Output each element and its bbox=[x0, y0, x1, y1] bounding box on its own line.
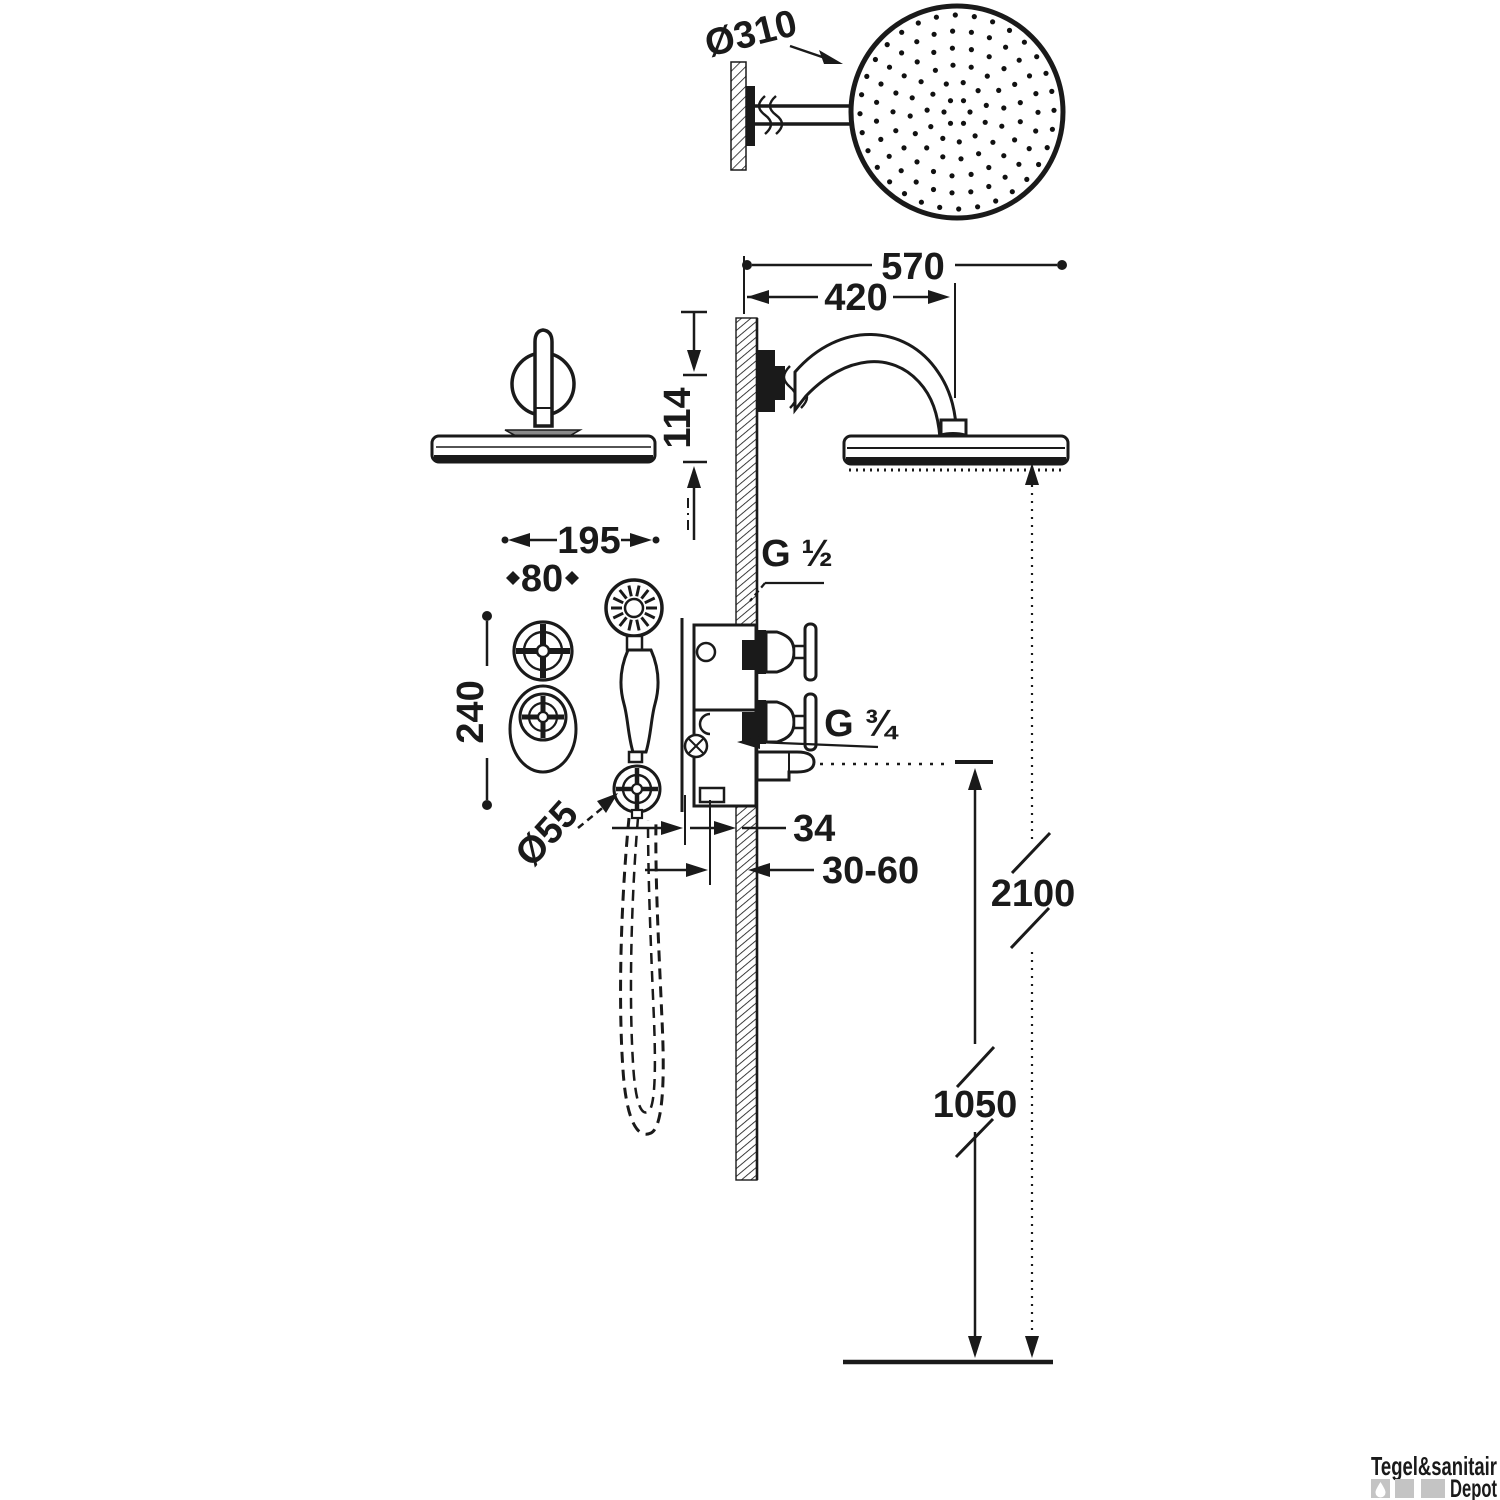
hand-shower-handle bbox=[619, 648, 660, 754]
nozzle-dots bbox=[857, 12, 1057, 212]
label-114: 114 bbox=[657, 387, 699, 448]
cross-handle-top-side bbox=[803, 622, 818, 682]
watermark-logo: Tegel&sanitair Depot bbox=[1371, 1451, 1497, 1500]
arm-break-mark bbox=[768, 95, 784, 135]
dim-total-depth: 570 bbox=[742, 246, 1067, 314]
arm-break-mark bbox=[757, 95, 773, 135]
label-420: 420 bbox=[824, 277, 887, 319]
label-2100: 2100 bbox=[991, 873, 1076, 915]
label-head-diameter: Ø310 bbox=[701, 2, 801, 65]
dim-embed-depth: 30-60 bbox=[645, 800, 919, 892]
dim-head-drop: 114 bbox=[657, 310, 707, 540]
connection-labels: G ½ G ¾ bbox=[737, 533, 899, 749]
arm-wall-flange bbox=[757, 350, 775, 412]
cartridge-top bbox=[764, 630, 796, 674]
shower-hose-inner bbox=[629, 817, 657, 1114]
label-1050: 1050 bbox=[933, 1084, 1018, 1126]
arm-flange-top-view bbox=[746, 86, 755, 146]
wall-plate-top-view bbox=[730, 61, 747, 171]
dim-arm-length: 420 bbox=[747, 277, 956, 398]
top-view: Ø310 bbox=[701, 2, 1066, 221]
leader-arrowhead bbox=[819, 50, 843, 64]
water-drop-icon bbox=[1375, 1482, 1386, 1498]
label-30-60: 30-60 bbox=[822, 850, 919, 892]
dim-holder-diameter: Ø55 bbox=[507, 793, 618, 875]
front-view-head bbox=[430, 328, 657, 464]
side-view bbox=[735, 317, 1070, 1181]
label-holder-diameter: Ø55 bbox=[507, 793, 586, 874]
dim-valve-offset: 34 bbox=[612, 795, 835, 850]
outlet-spout bbox=[755, 750, 816, 782]
leader-arrowhead bbox=[737, 736, 760, 749]
dim-trim-width: 195 bbox=[501, 520, 660, 562]
watermark-sub: Depot bbox=[1450, 1475, 1497, 1500]
dim-handle-spacing: 80 bbox=[506, 558, 579, 600]
watermark-square bbox=[1395, 1479, 1414, 1498]
label-80: 80 bbox=[521, 558, 563, 600]
dim-head-height: 2100 bbox=[991, 463, 1076, 1358]
label-34: 34 bbox=[793, 808, 835, 850]
dim-trim-height: 240 bbox=[450, 611, 492, 810]
shower-arm-side bbox=[793, 333, 959, 440]
label-g-half: G ½ bbox=[761, 533, 833, 575]
valve-side-view bbox=[680, 498, 818, 812]
dim-outlet-height: 1050 bbox=[820, 760, 1018, 1358]
valve-trim-front bbox=[508, 620, 578, 774]
shower-head-top-circle bbox=[848, 3, 1066, 221]
label-240: 240 bbox=[450, 680, 492, 743]
label-195: 195 bbox=[557, 520, 620, 562]
arm-front bbox=[533, 328, 554, 428]
cross-handle-bottom-side bbox=[803, 692, 818, 752]
cartridge-bottom bbox=[764, 700, 796, 744]
shower-hose bbox=[619, 817, 665, 1136]
leader-arrowhead bbox=[597, 793, 618, 813]
watermark-brand: Tegel&sanitair bbox=[1371, 1451, 1497, 1481]
hand-shower bbox=[604, 578, 665, 1136]
label-g-threequarter: G ¾ bbox=[824, 703, 899, 745]
watermark-square bbox=[1421, 1479, 1445, 1498]
hand-shower-spray-pattern bbox=[611, 585, 657, 631]
label-570: 570 bbox=[881, 246, 944, 288]
